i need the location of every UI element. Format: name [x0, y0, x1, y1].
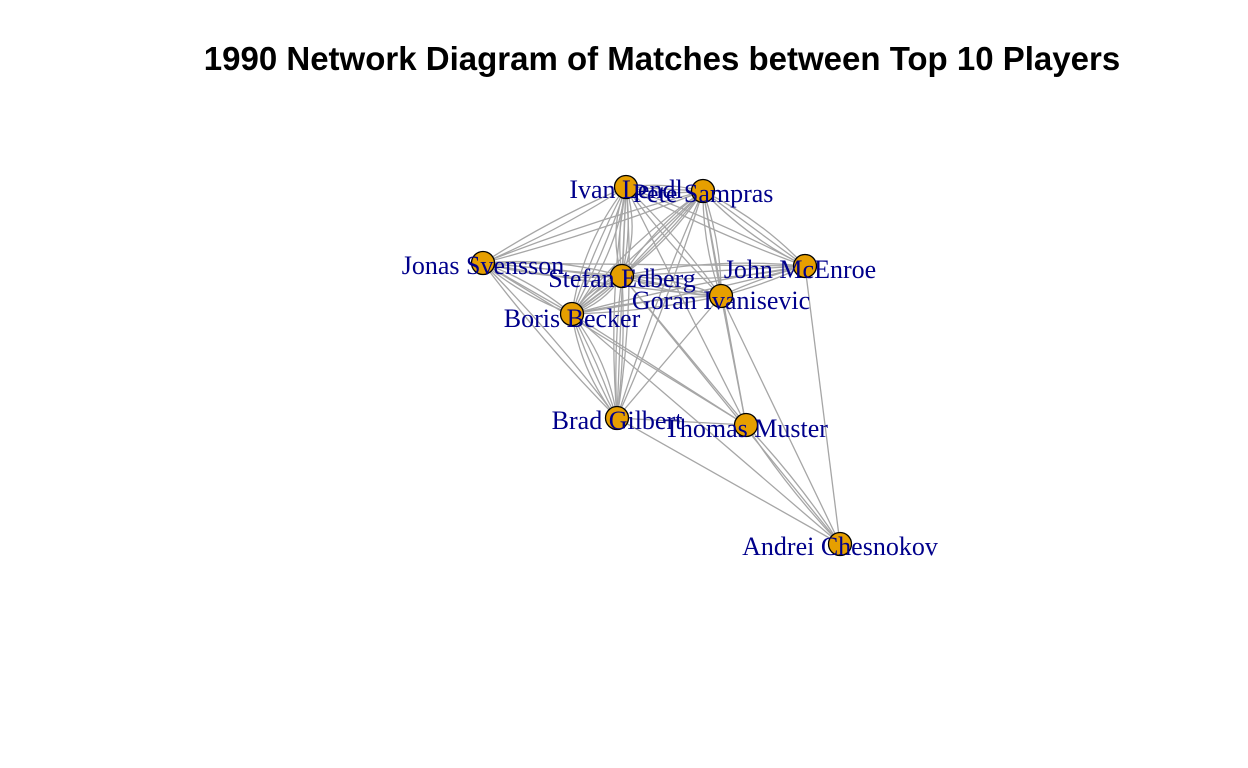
edge-lendl-becker — [571, 186, 627, 315]
edge-edberg-mcenroe — [621, 265, 806, 280]
edge-muster-chesnokov — [745, 424, 841, 545]
edge-sampras-gilbert — [616, 190, 704, 419]
edge-mcenroe-chesnokov — [804, 265, 841, 545]
edge-sampras-mcenroe — [702, 190, 806, 267]
edge-edberg-mcenroe — [621, 262, 806, 277]
edge-becker-gilbert — [571, 313, 618, 419]
node-sampras — [690, 178, 716, 204]
edge-edberg-chesnokov — [621, 275, 841, 545]
edge-svensson-gilbert — [482, 262, 618, 419]
edge-layer — [482, 184, 841, 545]
edge-lendl-becker — [571, 186, 627, 315]
node-label-chesnokov: Andrei Chesnokov — [742, 532, 938, 561]
edge-ivanisevic-gilbert — [616, 295, 722, 419]
edge-lendl-gilbert — [613, 186, 627, 419]
node-ivanisevic — [708, 283, 734, 309]
edge-sampras-mcenroe — [702, 190, 806, 267]
edge-ivanisevic-chesnokov — [720, 295, 841, 545]
node-label-sampras: Pete Sampras — [633, 179, 774, 208]
edge-lendl-gilbert — [616, 186, 630, 419]
edge-becker-chesnokov — [571, 313, 841, 545]
edge-ivanisevic-becker — [571, 295, 722, 315]
edge-lendl-becker — [571, 186, 627, 315]
node-label-muster: Thomas Muster — [664, 414, 828, 443]
edge-gilbert-muster — [616, 417, 747, 426]
node-label-edberg: Stefan Edberg — [548, 264, 696, 293]
node-label-ivanisevic: Goran Ivanisevic — [632, 286, 810, 315]
edge-sampras-edberg — [621, 190, 704, 277]
edge-muster-chesnokov — [745, 424, 841, 545]
node-svensson — [470, 250, 496, 276]
edge-mcenroe-becker — [571, 265, 806, 315]
edge-ivanisevic-becker — [571, 295, 722, 315]
edge-sampras-edberg — [621, 190, 704, 277]
edge-lendl-svensson — [482, 186, 627, 264]
node-label-mcenroe: John McEnroe — [724, 255, 876, 284]
edge-edberg-gilbert — [616, 275, 624, 419]
edge-sampras-becker — [571, 190, 704, 315]
node-mcenroe — [792, 253, 818, 279]
edge-sampras-svensson — [482, 190, 704, 264]
edge-svensson-gilbert — [482, 262, 618, 419]
node-edberg — [609, 263, 635, 289]
node-muster — [733, 412, 759, 438]
node-layer — [470, 174, 853, 557]
edge-lendl-ivanisevic — [625, 186, 722, 297]
node-gilbert — [604, 405, 630, 431]
edge-lendl-muster — [625, 186, 747, 426]
node-label-gilbert: Brad Gilbert — [552, 406, 683, 435]
node-label-becker: Boris Becker — [504, 304, 641, 333]
edge-sampras-mcenroe — [702, 190, 806, 267]
edge-lendl-gilbert — [616, 186, 627, 419]
node-chesnokov — [827, 531, 853, 557]
edge-becker-gilbert — [571, 313, 618, 419]
node-lendl — [613, 174, 639, 200]
edge-mcenroe-becker — [571, 265, 806, 315]
edge-sampras-svensson — [482, 190, 704, 264]
diagram-title: 1990 Network Diagram of Matches between … — [204, 40, 1120, 77]
edge-gilbert-chesnokov — [616, 417, 841, 545]
edge-svensson-mcenroe — [482, 262, 806, 267]
edge-ivanisevic-muster — [720, 295, 747, 426]
edge-edberg-gilbert — [615, 275, 623, 419]
node-label-svensson: Jonas Svensson — [402, 251, 565, 280]
edge-becker-muster — [571, 313, 747, 426]
node-becker — [559, 301, 585, 327]
edge-lendl-svensson — [482, 186, 627, 264]
edge-edberg-mcenroe — [621, 265, 806, 277]
node-label-lendl: Ivan Lendl — [569, 175, 682, 204]
